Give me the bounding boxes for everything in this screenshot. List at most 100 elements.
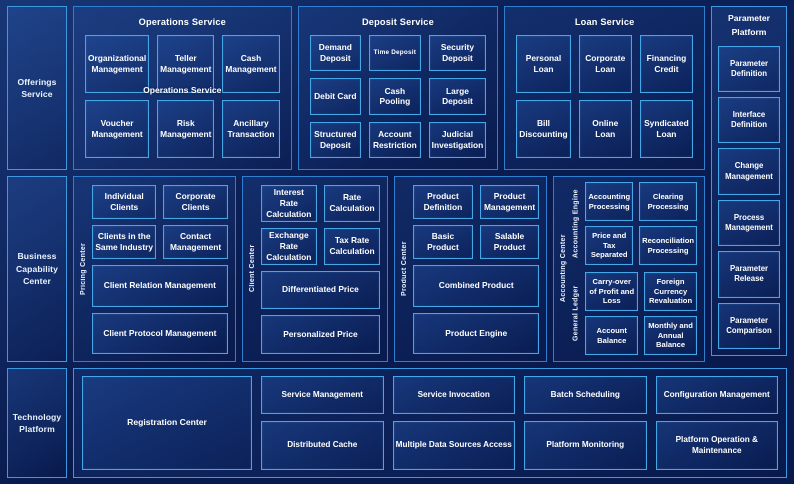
- cell-exchange-rate-calculation[interactable]: Exchange Rate Calculation: [260, 227, 317, 265]
- cell-corporate-clients[interactable]: Corporate Clients: [163, 185, 228, 220]
- panel-title-operations-service: Operations Service: [138, 17, 226, 27]
- cell-debit-card[interactable]: Debit Card: [309, 78, 362, 115]
- cell-foreign-currency-revaluation[interactable]: Foreign Currency Revaluation: [644, 272, 697, 311]
- row-product-center-2: Basic Product Salable Product: [413, 225, 540, 260]
- cell-personal-loan[interactable]: Personal Loan: [516, 35, 571, 93]
- cell-large-deposit[interactable]: Large Deposit: [428, 78, 487, 115]
- cell-teller-management[interactable]: Teller Management: [157, 35, 215, 93]
- row-client-center-1: Interest Rate Calculation Rate Calculati…: [260, 185, 381, 222]
- grid-loan-service: Personal Loan Corporate Loan Financing C…: [510, 35, 699, 164]
- cell-voucher-management[interactable]: Voucher Management: [85, 100, 150, 158]
- cell-interface-definition[interactable]: Interface Definition: [718, 96, 781, 144]
- cell-corporate-loan[interactable]: Corporate Loan: [578, 35, 632, 93]
- grid-general-ledger: Carry-over of Profit and Loss Foreign Cu…: [582, 271, 699, 356]
- cell-registration-center[interactable]: Registration Center: [82, 376, 252, 470]
- panel-client-center[interactable]: Client Center Interest Rate Calculation …: [241, 176, 389, 362]
- panel-parameter-platform[interactable]: Parameter Platform Parameter Definition …: [711, 6, 788, 356]
- cell-change-management[interactable]: Change Management: [718, 148, 781, 195]
- cell-interest-rate-calculation[interactable]: Interest Rate Calculation: [260, 185, 317, 222]
- vlabel-pricing-center: Pricing Center: [80, 242, 87, 295]
- cell-accounting-processing[interactable]: Accounting Processing: [585, 182, 634, 221]
- business-capability-row: Business Capability Center Pricing Cente…: [7, 176, 787, 362]
- cell-distributed-cache[interactable]: Distributed Cache: [261, 421, 384, 470]
- cell-parameter-release[interactable]: Parameter Release: [718, 251, 781, 298]
- body-accounting-center: Accounting Engine Accounting Processing …: [570, 181, 699, 356]
- cell-product-engine[interactable]: Product Engine: [413, 312, 540, 354]
- panel-deposit-service[interactable]: Deposit Service Demand Deposit Time Depo…: [297, 6, 499, 170]
- cell-online-loan[interactable]: Online Loan: [578, 100, 632, 158]
- vlabel-general-ledger: General Ledger: [572, 285, 580, 342]
- grid-operations-service: Organizational Management Teller Managem…: [79, 35, 286, 164]
- cell-basic-product[interactable]: Basic Product: [413, 225, 473, 260]
- cell-judicial-investigation[interactable]: Judicial Investigation: [428, 121, 487, 158]
- cell-account-balance[interactable]: Account Balance: [585, 316, 639, 355]
- cell-personalized-price[interactable]: Personalized Price: [260, 315, 381, 354]
- cell-parameter-definition[interactable]: Parameter Definition: [718, 45, 781, 92]
- cell-reconciliation-processing[interactable]: Reconciliation Processing: [639, 226, 697, 265]
- cell-client-protocol-management[interactable]: Client Protocol Management: [92, 312, 228, 354]
- cell-client-relation-management[interactable]: Client Relation Management: [92, 265, 228, 307]
- cell-platform-operation-maintenance[interactable]: Platform Operation & Maintenance: [655, 421, 778, 470]
- cell-clearing-processing[interactable]: Clearing Processing: [639, 182, 697, 221]
- cell-tax-rate-calculation[interactable]: Tax Rate Calculation: [323, 227, 381, 265]
- cell-price-and-tax-separated[interactable]: Price and Tax Separated: [585, 226, 634, 265]
- cell-service-invocation[interactable]: Service Invocation: [392, 376, 515, 415]
- technology-platform-row: Technology Platform Registration Center …: [7, 368, 787, 478]
- cell-organizational-management[interactable]: Organizational Management: [85, 35, 150, 93]
- lane-label-technology-platform-text: Technology Platform: [12, 411, 62, 434]
- lane-label-business-capability-center-text: Business Capability Center: [15, 251, 59, 287]
- cell-individual-clients[interactable]: Individual Clients: [92, 185, 157, 220]
- panel-technology-platform[interactable]: Registration Center Service Management S…: [73, 368, 787, 478]
- cell-batch-scheduling[interactable]: Batch Scheduling: [524, 376, 647, 415]
- cell-multiple-data-sources-access[interactable]: Multiple Data Sources Access: [392, 421, 515, 470]
- vlabel-accounting-center: Accounting Center: [560, 234, 568, 303]
- group-general-ledger: General Ledger Carry-over of Profit and …: [570, 271, 699, 356]
- cell-cash-management[interactable]: Cash Management: [222, 35, 280, 93]
- cell-platform-monitoring[interactable]: Platform Monitoring: [524, 421, 647, 470]
- cell-service-management[interactable]: Service Management: [261, 376, 384, 415]
- cell-parameter-comparison[interactable]: Parameter Comparison: [718, 302, 781, 350]
- body-pricing-center: Individual Clients Corporate Clients Cli…: [90, 181, 230, 356]
- cell-structured-deposit[interactable]: Structured Deposit: [309, 121, 362, 158]
- cell-differentiated-price[interactable]: Differentiated Price: [260, 270, 381, 310]
- cell-clients-in-the-same-industry[interactable]: Clients in the Same Industry: [92, 225, 157, 260]
- group-accounting-engine: Accounting Engine Accounting Processing …: [570, 181, 699, 266]
- panel-loan-service[interactable]: Loan Service Personal Loan Corporate Loa…: [504, 6, 706, 170]
- panel-accounting-center[interactable]: Accounting Center Accounting Engine Acco…: [553, 176, 705, 362]
- cell-ancillary-transaction[interactable]: Ancillary Transaction: [222, 100, 280, 158]
- cell-salable-product[interactable]: Salable Product: [479, 225, 540, 260]
- cell-demand-deposit[interactable]: Demand Deposit: [309, 35, 362, 72]
- cell-combined-product[interactable]: Combined Product: [413, 265, 540, 307]
- cell-cash-pooling[interactable]: Cash Pooling: [369, 78, 421, 115]
- cell-carry-over-of-profit-and-loss[interactable]: Carry-over of Profit and Loss: [585, 272, 639, 311]
- cell-risk-management[interactable]: Risk Management: [157, 100, 215, 158]
- cell-syndicated-loan[interactable]: Syndicated Loan: [639, 100, 694, 158]
- cell-configuration-management[interactable]: Configuration Management: [655, 376, 778, 415]
- cell-contact-management[interactable]: Contact Management: [163, 225, 228, 260]
- panel-pricing-center[interactable]: Pricing Center Individual Clients Corpor…: [73, 176, 236, 362]
- lane-label-business-capability-center: Business Capability Center: [7, 176, 67, 362]
- cell-monthly-and-annual-balance[interactable]: Monthly and Annual Balance: [644, 316, 697, 355]
- vlabel-accounting-engine: Accounting Engine: [572, 189, 580, 258]
- cell-product-definition[interactable]: Product Definition: [413, 185, 473, 220]
- panel-operations-service[interactable]: Operations Service Organizational Manage…: [73, 6, 292, 170]
- body-client-center: Interest Rate Calculation Rate Calculati…: [259, 181, 382, 356]
- row-product-center-1: Product Definition Product Management: [413, 185, 540, 220]
- cell-security-deposit[interactable]: Security Deposit: [428, 35, 487, 72]
- cell-financing-credit[interactable]: Financing Credit: [639, 35, 694, 93]
- cell-rate-calculation[interactable]: Rate Calculation: [323, 185, 381, 222]
- accounting-groups: Accounting Engine Accounting Processing …: [570, 181, 699, 356]
- cell-account-restriction[interactable]: Account Restriction: [369, 121, 421, 158]
- grid-accounting-engine: Accounting Processing Clearing Processin…: [582, 181, 699, 266]
- lane-label-technology-platform: Technology Platform: [7, 368, 67, 478]
- lane-label-offerings-service-text: Offerings Service: [17, 76, 57, 99]
- panel-title-loan-service: Loan Service: [574, 17, 635, 27]
- cell-time-deposit[interactable]: Time Deposit: [369, 35, 421, 72]
- body-product-center: Product Definition Product Management Ba…: [411, 181, 541, 356]
- cell-process-management[interactable]: Process Management: [718, 199, 781, 247]
- cell-bill-discounting[interactable]: Bill Discounting: [516, 100, 571, 158]
- cell-product-management[interactable]: Product Management: [479, 185, 540, 220]
- panel-product-center[interactable]: Product Center Product Definition Produc…: [394, 176, 548, 362]
- registration-center-wrap: Registration Center: [82, 376, 252, 470]
